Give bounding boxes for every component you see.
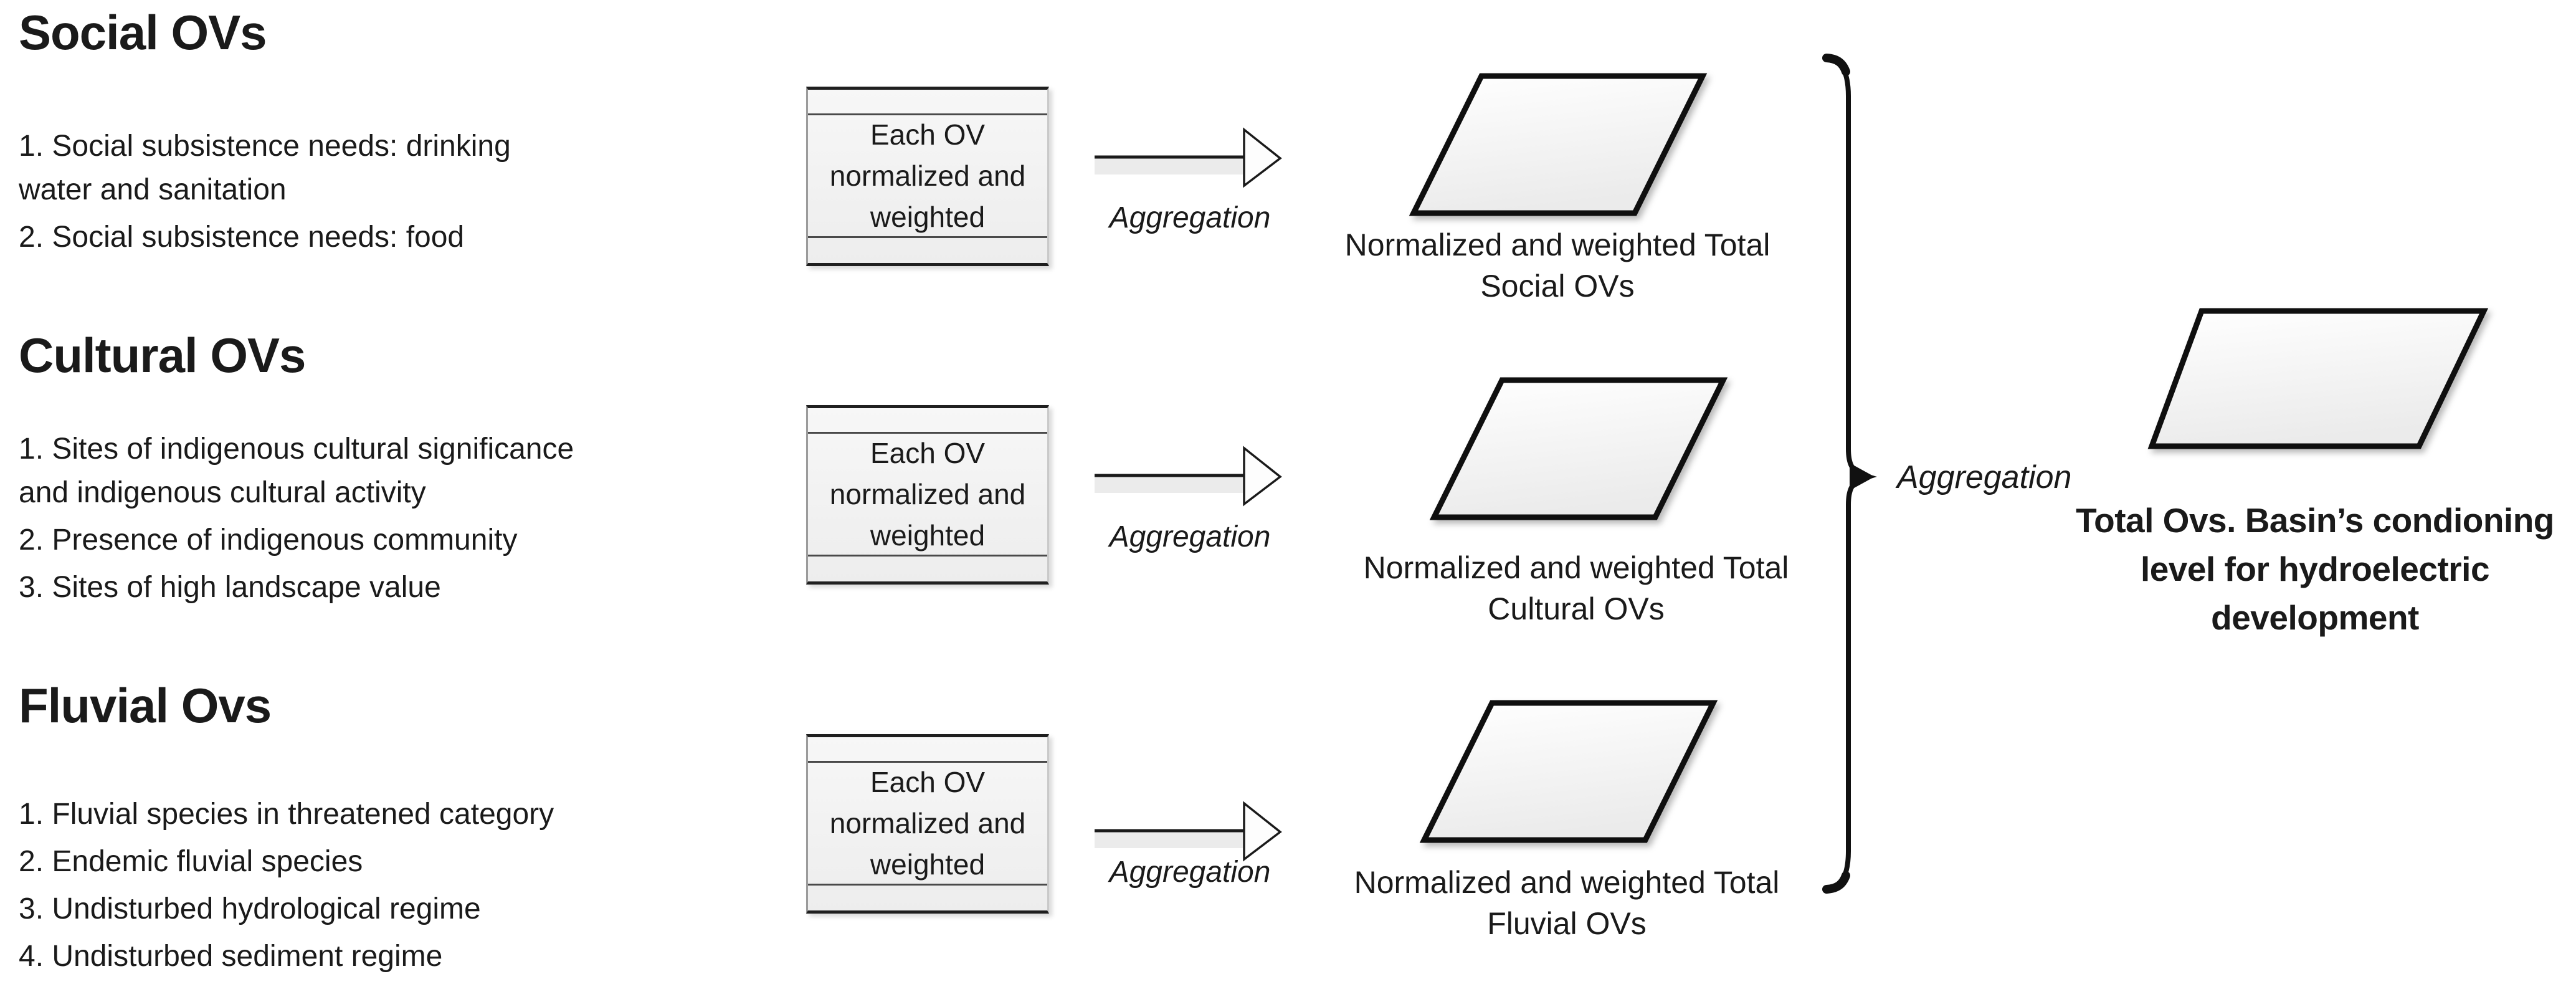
- process-box-label: Each OV normalized and weighted: [829, 766, 1026, 881]
- list-item: 1. Sites of indigenous cultural signific…: [19, 432, 574, 509]
- box-divider: [808, 555, 1047, 556]
- box-divider: [808, 761, 1047, 763]
- list-item: 1. Social subsistence needs: drinking wa…: [19, 130, 511, 206]
- box-divider: [808, 884, 1047, 886]
- process-box-fluvial: Each OV normalized and weighted: [806, 734, 1049, 914]
- box-divider: [808, 432, 1047, 434]
- section-list-cultural: 1. Sites of indigenous cultural signific…: [19, 428, 797, 613]
- final-parallelogram-icon: [2147, 308, 2489, 449]
- block-arrow-icon: [1095, 127, 1282, 188]
- section-heading-cultural: Cultural OVs: [19, 328, 306, 383]
- list-item: 4. Undisturbed sediment regime: [19, 940, 443, 973]
- section-heading-fluvial: Fluvial Ovs: [19, 678, 272, 733]
- box-divider: [808, 113, 1047, 115]
- process-box-social: Each OV normalized and weighted: [806, 87, 1049, 266]
- output-parallelogram-icon: [1429, 377, 1728, 520]
- output-caption-social: Normalized and weighted Total Social OVs: [1344, 227, 1770, 303]
- section-heading-social: Social OVs: [19, 5, 267, 60]
- output-parallelogram-icon: [1419, 700, 1718, 843]
- output-caption-cultural: Normalized and weighted Total Cultural O…: [1363, 550, 1789, 626]
- block-arrow-icon: [1095, 801, 1282, 862]
- list-item: 3. Sites of high landscape value: [19, 571, 441, 604]
- block-arrow-icon: [1095, 446, 1282, 507]
- box-divider: [808, 236, 1047, 238]
- list-item: 2. Presence of indigenous community: [19, 523, 518, 556]
- curly-brace-icon: [1822, 54, 1877, 894]
- section-list-social: 1. Social subsistence needs: drinking wa…: [19, 125, 797, 263]
- process-box-label: Each OV normalized and weighted: [829, 118, 1026, 233]
- final-caption: Total Ovs. Basin’s condioning level for …: [2076, 501, 2554, 637]
- list-item: 2. Endemic fluvial species: [19, 845, 363, 878]
- process-box-cultural: Each OV normalized and weighted: [806, 405, 1049, 585]
- section-list-fluvial: 1. Fluvial species in threatened categor…: [19, 793, 797, 982]
- aggregation-arrow-label: Aggregation: [1109, 520, 1271, 553]
- aggregation-arrow-label: Aggregation: [1109, 856, 1271, 889]
- process-box-label: Each OV normalized and weighted: [829, 437, 1026, 552]
- list-item: 3. Undisturbed hydrological regime: [19, 892, 481, 925]
- list-item: 1. Fluvial species in threatened categor…: [19, 798, 554, 831]
- list-item: 2. Social subsistence needs: food: [19, 221, 465, 254]
- aggregation-label-final: Aggregation: [1897, 459, 2072, 495]
- aggregation-arrow-label: Aggregation: [1109, 201, 1271, 234]
- output-caption-fluvial: Normalized and weighted Total Fluvial OV…: [1354, 865, 1780, 941]
- output-parallelogram-icon: [1409, 73, 1708, 216]
